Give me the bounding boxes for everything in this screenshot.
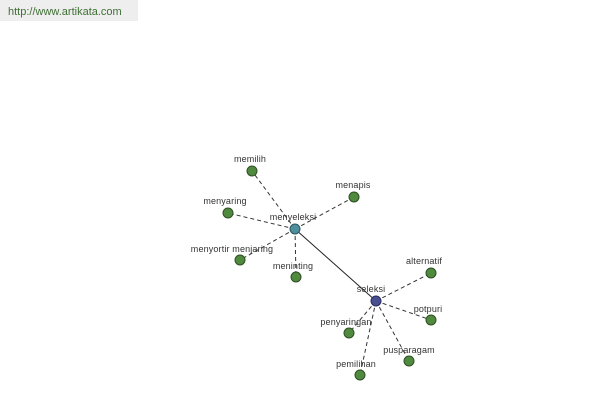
edge-menyeleksi-seleksi (294, 228, 377, 302)
node-dot-menapis[interactable] (348, 191, 360, 203)
node-label-pemilihan: pemilihan (336, 359, 376, 369)
node-dot-menyaring[interactable] (222, 207, 234, 219)
node-alternatif[interactable]: alternatif (406, 256, 442, 279)
node-label-seleksi: seleksi (357, 284, 386, 294)
node-menapis[interactable]: menapis (335, 180, 371, 203)
banner-background (0, 0, 138, 21)
edge-seleksi-pemilihan (359, 300, 377, 376)
edge-menyeleksi-meninting (294, 228, 297, 278)
node-dot-menyortir-menjaring[interactable] (234, 254, 246, 266)
edge-menyeleksi-menyortir-menjaring (239, 228, 296, 261)
edge-seleksi-alternatif (375, 272, 432, 302)
node-dot-seleksi[interactable] (370, 295, 382, 307)
site-url: http://www.artikata.com (8, 6, 122, 18)
edge-seleksi-pusparagam (375, 300, 410, 362)
node-dot-alternatif[interactable] (425, 267, 437, 279)
node-label-penyaringan: penyaringan (320, 317, 371, 327)
graph-edges (227, 170, 432, 376)
site-banner: http://www.artikata.com (0, 0, 138, 21)
node-dot-meninting[interactable] (290, 271, 302, 283)
node-label-menapis: menapis (335, 180, 370, 190)
edge-menyeleksi-menyaring (227, 212, 296, 230)
node-meninting[interactable]: meninting (273, 261, 313, 283)
node-label-potpuri: potpuri (414, 304, 443, 314)
node-pusparagam[interactable]: pusparagam (383, 345, 435, 367)
node-dot-penyaringan[interactable] (343, 327, 355, 339)
node-menyortir-menjaring[interactable]: menyortir menjaring (191, 244, 273, 266)
node-label-menyaring: menyaring (203, 196, 246, 206)
node-label-memilih: memilih (234, 154, 266, 164)
node-seleksi[interactable]: seleksi (357, 284, 386, 307)
node-dot-menyeleksi[interactable] (289, 223, 301, 235)
edge-menyeleksi-memilih (251, 170, 296, 230)
node-dot-pusparagam[interactable] (403, 355, 415, 367)
node-label-pusparagam: pusparagam (383, 345, 435, 355)
node-potpuri[interactable]: potpuri (414, 304, 443, 326)
node-label-menyortir-menjaring: menyortir menjaring (191, 244, 273, 254)
node-menyaring[interactable]: menyaring (203, 196, 247, 219)
node-memilih[interactable]: memilih (234, 154, 266, 177)
node-dot-potpuri[interactable] (425, 314, 437, 326)
node-menyeleksi[interactable]: menyeleksi (270, 212, 317, 235)
node-pemilihan[interactable]: pemilihan (336, 359, 376, 381)
node-penyaringan[interactable]: penyaringan (320, 317, 371, 339)
node-dot-memilih[interactable] (246, 165, 258, 177)
node-label-menyeleksi: menyeleksi (270, 212, 317, 222)
node-dot-pemilihan[interactable] (354, 369, 366, 381)
node-label-alternatif: alternatif (406, 256, 442, 266)
node-label-meninting: meninting (273, 261, 313, 271)
edge-seleksi-potpuri (375, 300, 432, 321)
